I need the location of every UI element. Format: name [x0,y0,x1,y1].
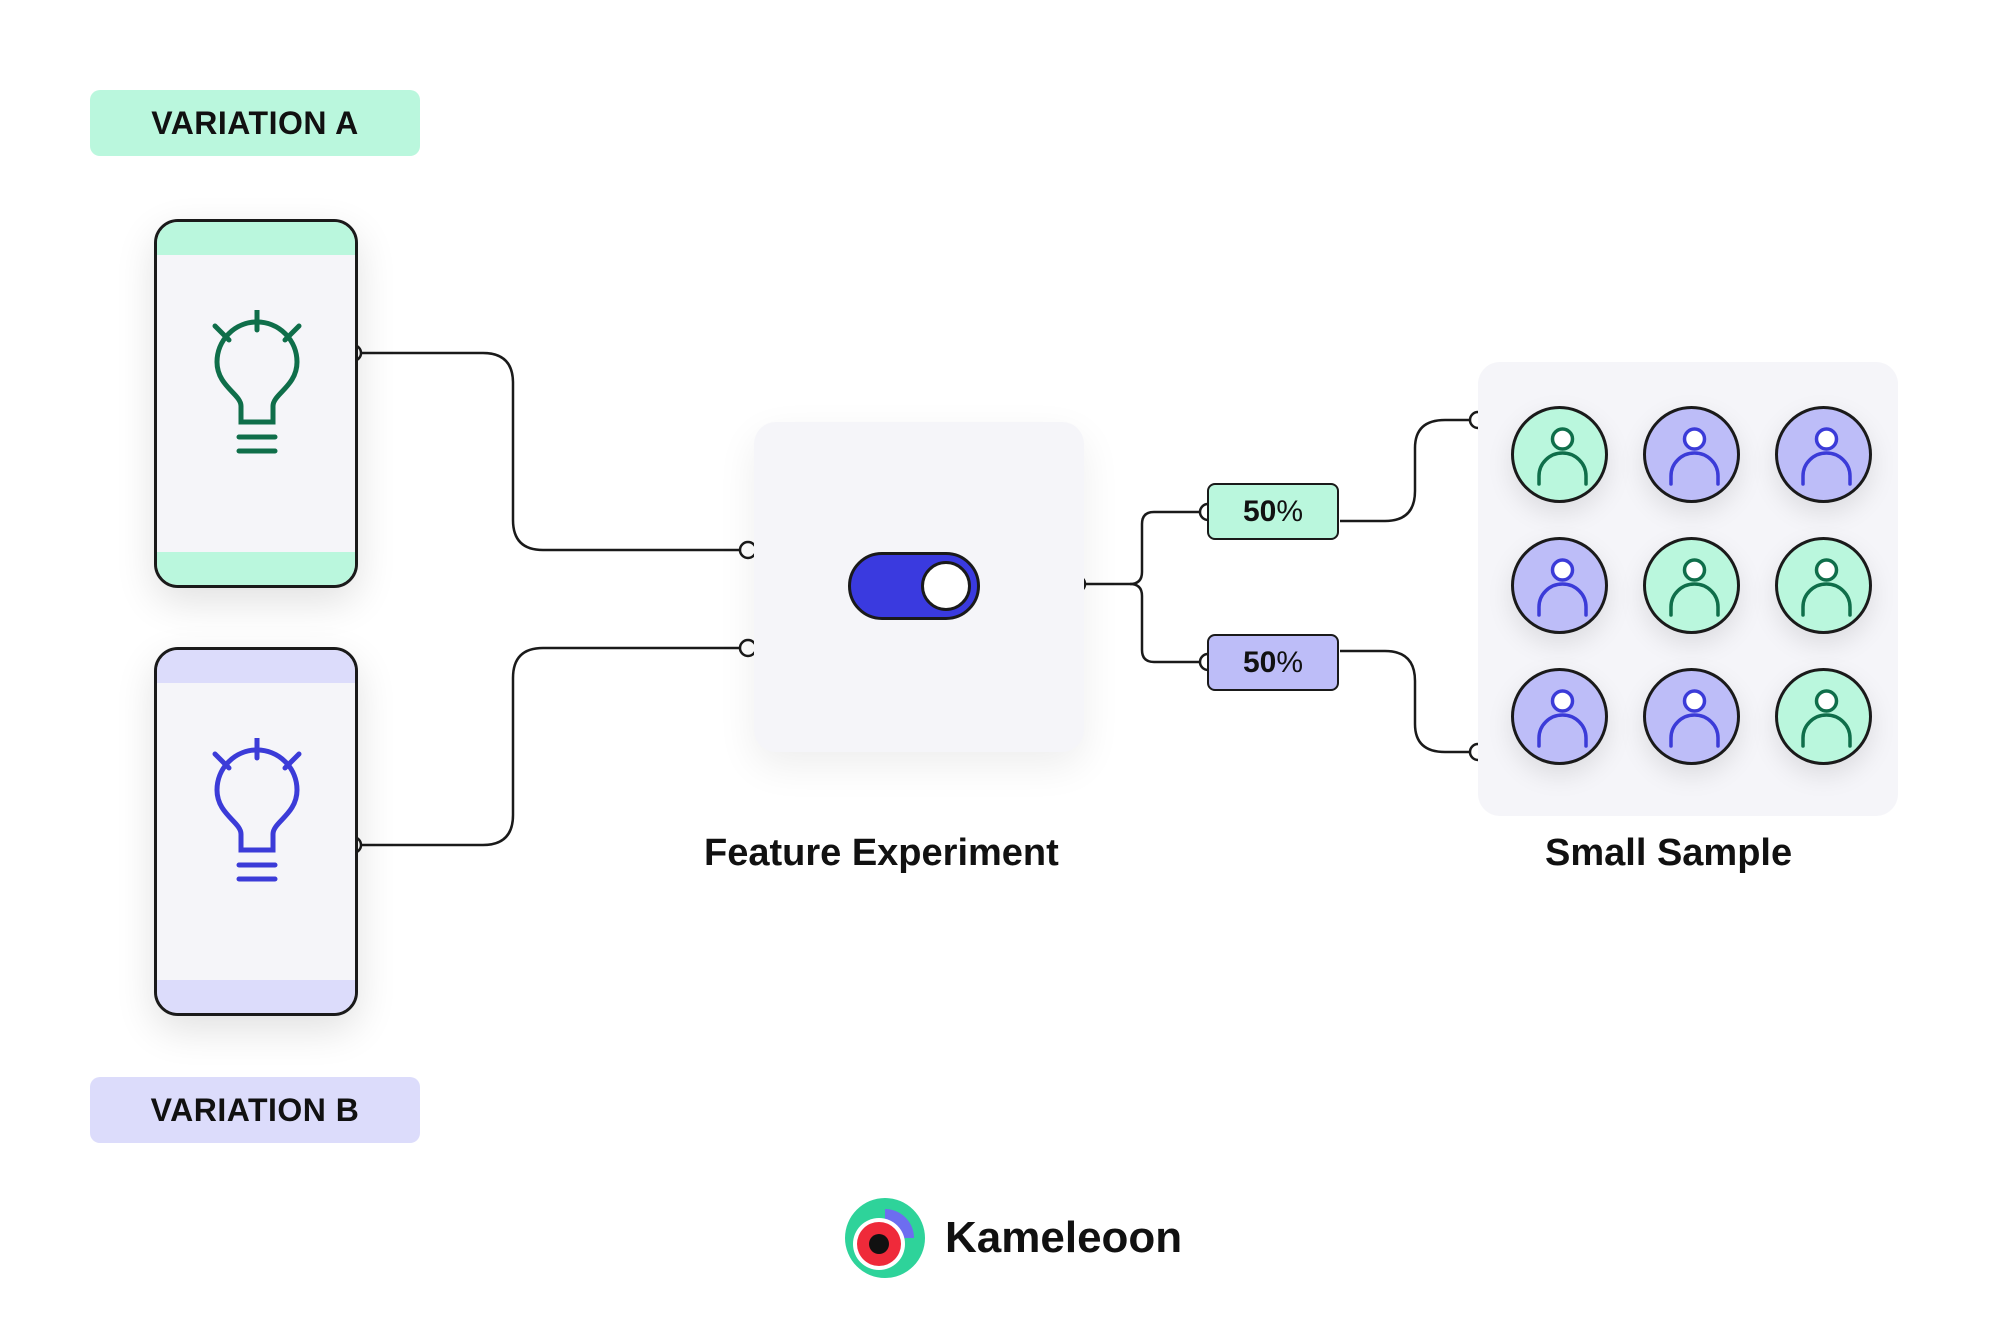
person-icon [1801,558,1852,617]
user-avatar [1643,406,1740,503]
feature-toggle[interactable] [848,552,980,620]
user-avatar [1643,668,1740,765]
feature-experiment-card [754,422,1084,752]
variation-a-phone [154,219,358,588]
split-value: 50 [1242,494,1277,528]
phone-bottom-bar [157,980,355,1013]
user-avatar [1775,668,1872,765]
person-icon [1537,558,1588,617]
phone-top-bar [157,650,355,683]
person-icon [1669,427,1720,486]
user-avatar [1775,406,1872,503]
person-icon [1669,689,1720,748]
kameleoon-logo-icon [845,1198,925,1278]
split-percentage-a: 50% [1207,483,1339,540]
lightbulb-icon [212,310,302,454]
person-icon [1801,427,1852,486]
person-icon [1669,558,1720,617]
feature-experiment-caption: Feature Experiment [704,832,1059,874]
variation-a-label: VARIATION A [90,90,420,156]
user-avatar [1511,537,1608,634]
user-avatar [1775,537,1872,634]
split-unit: % [1276,645,1304,679]
small-sample-caption: Small Sample [1545,832,1793,874]
variation-b-label: VARIATION B [90,1077,420,1143]
split-percentage-b: 50% [1207,634,1339,691]
user-avatar [1511,406,1608,503]
user-avatar [1511,668,1608,765]
phone-top-bar [157,222,355,255]
split-unit: % [1276,494,1304,528]
toggle-knob[interactable] [921,561,971,611]
lightbulb-icon [212,738,302,882]
person-icon [1537,689,1588,748]
user-avatar [1643,537,1740,634]
brand-name: Kameleoon [945,1213,1183,1262]
split-value: 50 [1242,645,1277,679]
person-icon [1537,427,1588,486]
phone-bottom-bar [157,552,355,585]
person-icon [1801,689,1852,748]
variation-b-phone [154,647,358,1016]
